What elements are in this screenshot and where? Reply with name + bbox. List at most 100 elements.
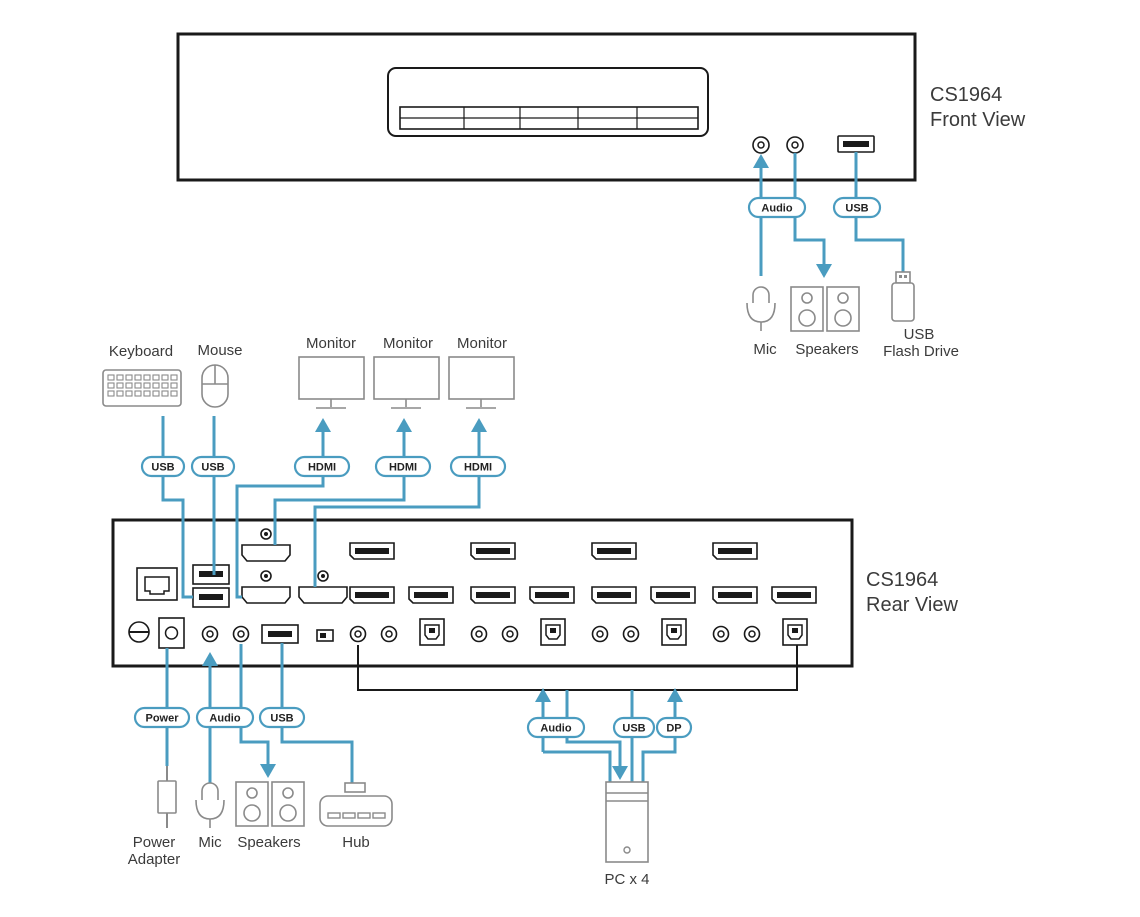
power-jack [158, 617, 185, 649]
keyboard-key [125, 382, 133, 389]
pc-3-speaker-jack [622, 625, 640, 643]
front-speakers-icon [790, 286, 860, 332]
pc-usb-tag: USB [612, 716, 656, 739]
rear-mic-label: Mic [198, 834, 222, 851]
power-tag: Power [133, 706, 191, 729]
keyboard-key [116, 374, 124, 381]
usb-flash-label-line2: Flash Drive [883, 343, 959, 360]
svg-text:HDMI: HDMI [464, 462, 492, 474]
pc-4-dp-in-top [712, 542, 758, 560]
lan-port [136, 567, 178, 601]
mouse-usb-tag: USB [190, 455, 236, 478]
arrow-down-icon [612, 766, 628, 780]
mouse-icon [201, 364, 229, 408]
keyboard-key [170, 382, 178, 389]
svg-text:USB: USB [622, 723, 645, 735]
pc-4-usb-b-port [782, 618, 808, 646]
front-chassis [176, 32, 917, 182]
pc-4-speaker-jack [743, 625, 761, 643]
pc-3-dp-in-left [591, 586, 637, 604]
keyboard-key [116, 382, 124, 389]
hdmi-tag-3: HDMI [449, 455, 507, 478]
usb-flash-drive-icon [891, 271, 915, 322]
ground-terminal [128, 621, 150, 643]
pc-1-usb-b-port [419, 618, 445, 646]
keyboard-key [152, 382, 160, 389]
front-unit: CS1964 Front View [176, 32, 1026, 182]
svg-text:DP: DP [666, 723, 681, 735]
svg-text:Audio: Audio [540, 723, 571, 735]
pc-bundle-cables [357, 645, 798, 782]
arrow-up-icon [471, 418, 487, 432]
keyboard-icon [102, 369, 182, 407]
front-mic-icon [746, 286, 776, 331]
hub-icon [319, 782, 393, 827]
pc-2-dp-in-right [529, 586, 575, 604]
pc-2-dp-in-top [470, 542, 516, 560]
power-adapter-label-line1: Power [133, 834, 176, 851]
keyboard-key [161, 374, 169, 381]
svg-text:Audio: Audio [209, 713, 240, 725]
monitor-2-label: Monitor [383, 335, 433, 352]
rear-unit: CS1964 Rear View [111, 518, 958, 668]
pc-1-dp-in-right [408, 586, 454, 604]
front-usb-tag: USB [832, 196, 882, 219]
pc-3-dp-in-right [650, 586, 696, 604]
pc-tower-icon [605, 781, 649, 863]
pc-4-dp-in-left [712, 586, 758, 604]
arrow-up-icon [396, 418, 412, 432]
monitor-1-icon [298, 356, 365, 409]
monitor-2-icon [373, 356, 440, 409]
hdmi-out-1 [241, 528, 291, 562]
console-speaker-jack [232, 625, 250, 643]
keyboard-key [107, 374, 115, 381]
pc-1-dp-in-left [349, 586, 395, 604]
arrow-up-icon [535, 688, 551, 702]
keyboard-key [107, 382, 115, 389]
mouse-label: Mouse [197, 342, 242, 359]
keyboard-key [143, 382, 151, 389]
pc-3-mic-jack [591, 625, 609, 643]
keyboard-key [143, 390, 151, 397]
keyboard-key [161, 382, 169, 389]
arrow-up-icon [753, 154, 769, 168]
keyboard-key [134, 374, 142, 381]
hdmi-out-2 [241, 570, 291, 604]
front-speaker-jack [786, 136, 804, 154]
front-mic-jack [752, 136, 770, 154]
rear-speakers-label: Speakers [237, 834, 300, 851]
keyboard-key [125, 374, 133, 381]
keyboard-usb-tag: USB [140, 455, 186, 478]
svg-text:USB: USB [201, 462, 224, 474]
pc-2-speaker-jack [501, 625, 519, 643]
keyboard-key [161, 390, 169, 397]
pc-dp-tag: DP [655, 716, 693, 739]
svg-text:USB: USB [845, 203, 868, 215]
pc-1-mic-jack [349, 625, 367, 643]
svg-text:HDMI: HDMI [308, 462, 336, 474]
keyboard-key [170, 390, 178, 397]
hub-usb-tag: USB [258, 706, 306, 729]
svg-text:USB: USB [270, 713, 293, 725]
keyboard-key [134, 382, 142, 389]
keyboard-key [143, 374, 151, 381]
svg-text:Audio: Audio [761, 203, 792, 215]
svg-text:HDMI: HDMI [389, 462, 417, 474]
svg-text:USB: USB [151, 462, 174, 474]
arrow-up-icon [315, 418, 331, 432]
keyboard-key [134, 390, 142, 397]
pc-1-dp-in-top [349, 542, 395, 560]
keyboard-key [152, 390, 160, 397]
pc-1-speaker-jack [380, 625, 398, 643]
pc-2-usb-b-port [540, 618, 566, 646]
keyboard-key [170, 374, 178, 381]
hub-label: Hub [342, 834, 370, 851]
arrow-down-icon [816, 264, 832, 278]
pc-3-dp-in-top [591, 542, 637, 560]
front-speakers-label: Speakers [795, 341, 858, 358]
rear-title-line1: CS1964 [866, 569, 938, 591]
keyboard-key [125, 390, 133, 397]
power-adapter-icon [157, 766, 177, 828]
front-usb-port [837, 135, 875, 153]
